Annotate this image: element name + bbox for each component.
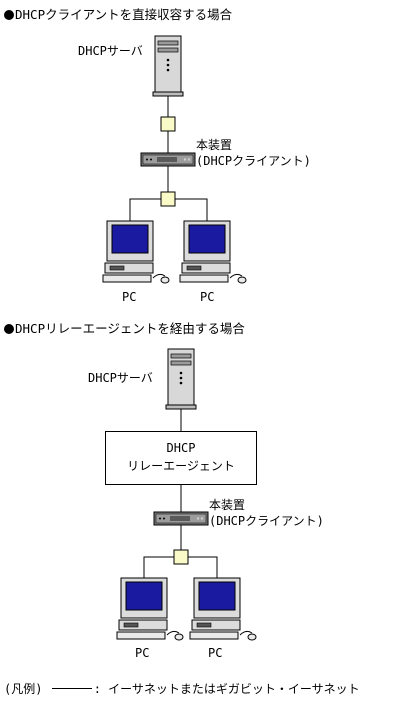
scenario1-device-label-line1: 本装置 <box>196 138 233 152</box>
bullet-icon <box>4 324 14 334</box>
scenario1-title: DHCPクライアントを直接収容する場合 <box>4 8 232 22</box>
scenario2-pc-icon-left <box>116 577 184 641</box>
scenario2-pc-label-right: PC <box>208 646 223 660</box>
relay-agent-label-line2: リレーエージェント <box>127 459 235 473</box>
scenario2-pc-icon-right <box>189 577 257 641</box>
legend: (凡例) : イーサネットまたはギガビット・イーサネット <box>4 682 360 696</box>
scenario1-hub-icon-lower <box>160 191 176 207</box>
scenario2-dhcp-server-icon <box>165 348 197 410</box>
ethernet-line-symbol <box>51 688 92 689</box>
relay-agent-box: DHCP リレーエージェント <box>105 431 257 485</box>
scenario1-dhcp-server-icon <box>152 35 184 97</box>
scenario1-pc-label-left: PC <box>122 290 137 304</box>
scenario2-server-label: DHCPサーバ <box>88 371 153 385</box>
legend-suffix: : イーサネットまたはギガビット・イーサネット <box>93 682 360 696</box>
scenario2-device-label-line1: 本装置 <box>209 498 246 512</box>
scenario1-pc-icon-right <box>179 220 247 284</box>
scenario2-pc-label-left: PC <box>135 646 150 660</box>
bullet-icon <box>4 10 14 20</box>
scenario1-lines <box>129 96 208 221</box>
scenario2-hub-icon <box>173 549 189 565</box>
scenario2-lines <box>143 409 218 578</box>
relay-agent-label-line1: DHCP <box>166 441 196 455</box>
scenario1-pc-icon-left <box>102 220 170 284</box>
scenario1-pc-label-right: PC <box>200 290 215 304</box>
scenario1-device-icon <box>140 152 196 167</box>
scenario1-title-text: DHCPクライアントを直接収容する場合 <box>15 7 233 22</box>
scenario2-device-icon <box>153 511 209 526</box>
scenario1-device-label-line2: (DHCPクライアント) <box>196 154 311 168</box>
legend-prefix: (凡例) <box>4 682 43 696</box>
scenario2-title: DHCPリレーエージェントを経由する場合 <box>4 322 245 336</box>
scenario1-server-label: DHCPサーバ <box>78 44 143 58</box>
scenario1-hub-icon-upper <box>160 116 176 132</box>
scenario2-title-text: DHCPリレーエージェントを経由する場合 <box>15 321 245 336</box>
scenario2-device-label-line2: (DHCPクライアント) <box>209 514 324 528</box>
